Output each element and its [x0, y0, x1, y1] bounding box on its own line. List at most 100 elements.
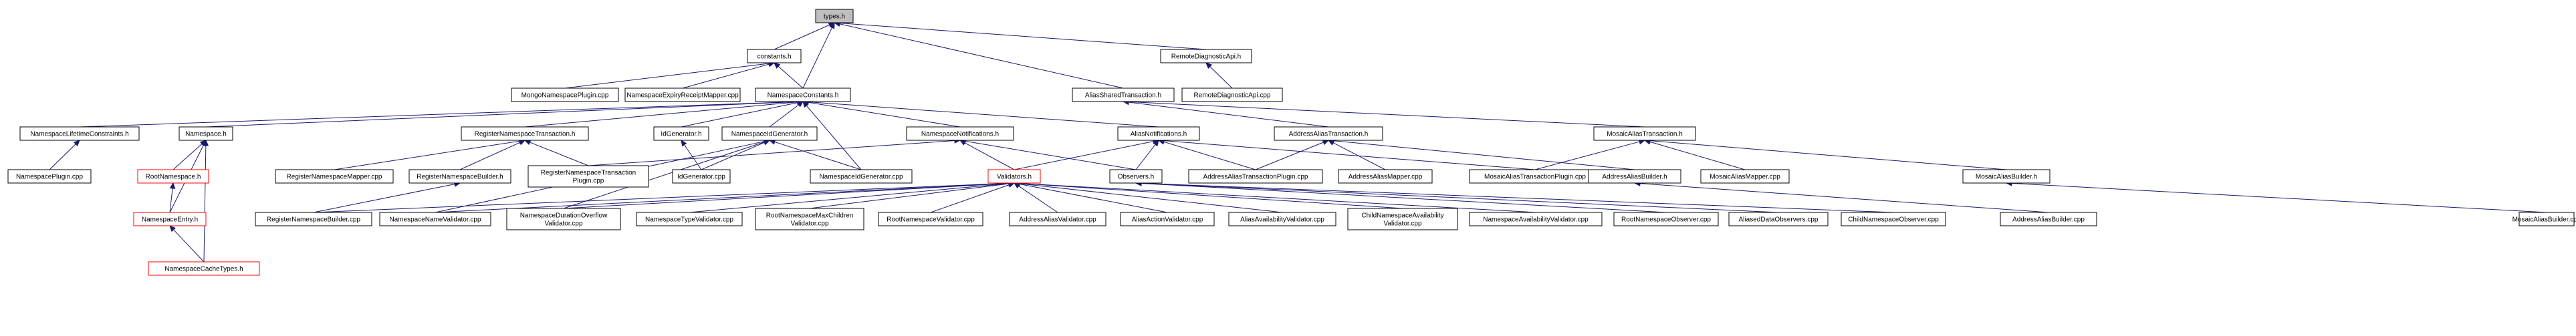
node-label: RootNamespace.h	[146, 174, 201, 181]
edge-line	[964, 142, 1015, 170]
node-label: RegisterNamespaceTransaction	[541, 170, 636, 177]
node-box	[255, 212, 372, 226]
node-address-alias-validator[interactable]: AddressAliasValidator.cpp	[1009, 212, 1106, 226]
node-mosaic-alias-builder-cpp[interactable]: MosaicAliasBuilder.cpp	[2512, 212, 2576, 226]
node-address-alias-tx-plugin[interactable]: AddressAliasTransactionPlugin.cpp	[1188, 169, 1323, 184]
node-register-ns-builder-cpp[interactable]: RegisterNamespaceBuilder.cpp	[255, 212, 372, 226]
node-label: NamespaceDurationOverflow	[520, 212, 608, 220]
node-alias-notifications-h[interactable]: AliasNotifications.h	[1117, 126, 1200, 141]
node-mongo-ns-plugin[interactable]: MongoNamespacePlugin.cpp	[511, 88, 619, 102]
node-label: MosaicAliasTransactionPlugin.cpp	[1484, 174, 1586, 181]
node-label: RegisterNamespaceTransaction.h	[475, 131, 576, 138]
node-remote-diag-api-h[interactable]: RemoteDiagnosticApi.h	[1160, 49, 1252, 63]
node-ns-name-validator[interactable]: NamespaceNameValidator.cpp	[379, 212, 491, 226]
node-mosaic-alias-tx-plugin[interactable]: MosaicAliasTransactionPlugin.cpp	[1469, 169, 1601, 184]
node-id-generator-h[interactable]: IdGenerator.h	[653, 126, 709, 141]
node-root-ns-observer[interactable]: RootNamespaceObserver.cpp	[1613, 212, 1719, 226]
edge-types-h-to-ns-constants-h	[802, 21, 835, 89]
node-constants-h[interactable]: constants.h	[747, 49, 802, 63]
edge-register-ns-builder-h-to-register-ns-builder-cpp	[313, 181, 461, 213]
node-namespace-h[interactable]: Namespace.h	[179, 126, 233, 141]
node-label: Plugin.cpp	[573, 178, 604, 185]
node-ns-id-generator-cpp[interactable]: NamespaceIdGenerator.cpp	[810, 169, 913, 184]
node-ns-constants-h[interactable]: NamespaceConstants.h	[755, 88, 851, 102]
node-mosaic-alias-builder-h[interactable]: MosaicAliasBuilder.h	[1962, 169, 2051, 184]
edge-line	[1649, 140, 2007, 170]
edge-line	[774, 141, 862, 170]
node-aliased-data-observers[interactable]: AliasedDataObservers.cpp	[1728, 212, 1829, 226]
node-remote-diag-api-cpp[interactable]: RemoteDiagnosticApi.cpp	[1181, 88, 1283, 102]
node-label: AddressAliasValidator.cpp	[1019, 216, 1096, 224]
node-root-namespace-h[interactable]: RootNamespace.h	[137, 169, 209, 184]
node-box	[1962, 169, 2051, 184]
edge-line	[1135, 144, 1156, 170]
edge-constants-h-to-ns-constants-h	[774, 62, 804, 89]
node-child-ns-observer[interactable]: ChildNamespaceObserver.cpp	[1841, 212, 1946, 226]
edge-arrowhead	[169, 225, 176, 232]
edge-arrowhead	[796, 101, 804, 108]
node-alias-shared-tx-h[interactable]: AliasSharedTransaction.h	[1072, 88, 1175, 102]
node-box	[2519, 212, 2575, 226]
node-register-ns-builder-h[interactable]: RegisterNamespaceBuilder.h	[408, 169, 511, 184]
node-address-alias-tx-h[interactable]: AddressAliasTransaction.h	[1274, 126, 1383, 141]
node-alias-action-validator[interactable]: AliasActionValidator.cpp	[1120, 212, 1215, 226]
edge-line	[774, 24, 830, 50]
edge-line	[564, 63, 770, 89]
edge-arrowhead	[1322, 140, 1330, 146]
edge-line	[1019, 184, 1168, 213]
node-ns-notifications-h[interactable]: NamespaceNotifications.h	[906, 126, 1014, 141]
node-register-ns-mapper[interactable]: RegisterNamespaceMapper.cpp	[275, 169, 394, 184]
edge-observers-h-to-root-ns-observer	[1135, 180, 1667, 213]
edge-line	[203, 145, 207, 263]
edge-id-generator-h-to-id-generator-cpp	[681, 139, 702, 170]
node-label: Validator.cpp	[544, 220, 583, 228]
node-box	[1160, 49, 1252, 63]
node-mosaic-alias-tx-h[interactable]: MosaicAliasTransaction.h	[1593, 126, 1696, 141]
node-alias-availability-validator[interactable]: AliasAvailabilityValidator.cpp	[1228, 212, 1336, 226]
node-box	[1072, 88, 1175, 102]
edge-arrowhead	[1153, 140, 1159, 147]
edge-line	[1332, 142, 1386, 170]
edge-arrowhead	[169, 182, 176, 189]
node-id-generator-cpp[interactable]: IdGenerator.cpp	[672, 169, 731, 184]
node-mosaic-alias-mapper[interactable]: MosaicAliasMapper.cpp	[1700, 169, 1790, 184]
node-register-ns-tx-h[interactable]: RegisterNamespaceTransaction.h	[461, 126, 589, 141]
node-address-alias-builder-h[interactable]: AddressAliasBuilder.h	[1588, 169, 1681, 184]
node-ns-type-validator[interactable]: NamespaceTypeValidator.cpp	[636, 212, 743, 226]
node-address-alias-builder-cpp[interactable]: AddressAliasBuilder.cpp	[2000, 212, 2097, 226]
node-validators-h[interactable]: Validators.h	[987, 169, 1041, 184]
edge-remote-diag-api-h-to-remote-diag-api-cpp	[1205, 62, 1233, 89]
edge-line	[1534, 141, 1640, 170]
node-box	[1181, 88, 1283, 102]
node-ns-availability-validator[interactable]: NamespaceAvailabilityValidator.cpp	[1469, 212, 1603, 226]
node-box	[137, 169, 209, 184]
edge-arrowhead	[518, 140, 526, 146]
node-ns-plugin-cpp[interactable]: NamespacePlugin.cpp	[7, 169, 92, 184]
node-ns-lifetime-h[interactable]: NamespaceLifetimeConstraints.h	[19, 126, 140, 141]
node-label: RootNamespaceObserver.cpp	[1621, 216, 1711, 224]
node-observers-h[interactable]: Observers.h	[1109, 169, 1163, 184]
edge-ns-constants-h-to-ns-notifications-h	[802, 100, 961, 128]
node-box	[1593, 126, 1696, 141]
edge-ns-constants-h-to-ns-id-generator-cpp	[802, 101, 862, 170]
edge-line	[530, 142, 589, 166]
node-types-h[interactable]: types.h	[815, 9, 854, 23]
edge-line	[839, 23, 1124, 89]
node-address-alias-mapper[interactable]: AddressAliasMapper.cpp	[1338, 169, 1433, 184]
node-namespace-entry-h[interactable]: NamespaceEntry.h	[133, 212, 207, 226]
edge-ns-lifetime-h-to-ns-plugin-cpp	[49, 140, 80, 170]
node-ns-id-generator-h[interactable]: NamespaceIdGenerator.h	[721, 126, 818, 141]
node-root-ns-validator[interactable]: RootNamespaceValidator.cpp	[878, 212, 983, 226]
node-box	[275, 169, 394, 184]
node-ns-cache-types-h[interactable]: NamespaceCacheTypes.h	[148, 261, 260, 276]
edge-types-h-to-alias-shared-tx-h	[833, 21, 1124, 89]
node-box	[1228, 212, 1336, 226]
node-ns-expiry-mapper[interactable]: NamespaceExpiryReceiptMapper.cpp	[624, 88, 741, 102]
node-box	[148, 261, 260, 276]
node-box	[1841, 212, 1946, 226]
node-label: ChildNamespaceObserver.cpp	[1848, 216, 1939, 224]
